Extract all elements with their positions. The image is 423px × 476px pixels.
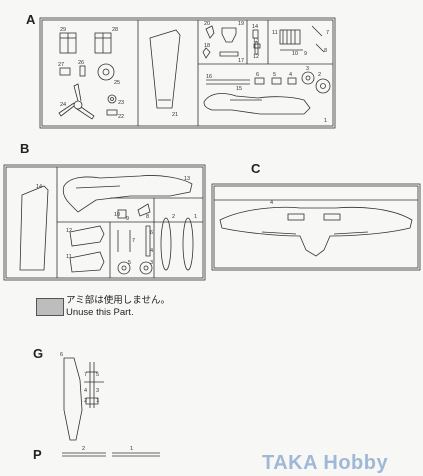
part-number: 1	[96, 398, 99, 404]
part-number: 3	[96, 388, 99, 394]
part-number: 10	[292, 51, 298, 57]
part-number: 6	[256, 72, 259, 78]
part-number: 3	[150, 260, 153, 266]
part-number: 5	[273, 72, 276, 78]
part-number: 16	[206, 74, 212, 80]
part-number: 6	[150, 230, 153, 236]
part-number: 1	[130, 446, 133, 452]
sprue-b	[3, 164, 206, 281]
part-number: 3	[306, 66, 309, 72]
part-number: 14	[252, 24, 258, 30]
legend-japanese: アミ部は使用しません。	[66, 295, 171, 306]
part-number: 11	[66, 254, 72, 260]
part-number: 28	[112, 27, 118, 33]
part-number: 23	[118, 100, 124, 106]
part-number: 4	[84, 388, 87, 394]
part-number: 1	[324, 118, 327, 124]
part-number: 7	[84, 372, 87, 378]
part-number: 24	[60, 102, 66, 108]
part-number: 8	[146, 214, 149, 220]
part-number: 13	[253, 38, 259, 44]
sprue-g	[63, 357, 104, 441]
part-number: 26	[78, 60, 84, 66]
part-number: 22	[118, 114, 124, 120]
legend-text: アミ部は使用しません。 Unuse this Part.	[66, 295, 170, 319]
unused-part-swatch	[36, 298, 64, 316]
part-number: 9	[304, 51, 307, 57]
sprue-a	[39, 17, 336, 129]
legend-english: Unuse this Part.	[66, 307, 134, 318]
sprue-c	[211, 183, 421, 271]
watermark: TAKA Hobby	[262, 452, 389, 474]
sprue-label-g: G	[33, 346, 44, 361]
part-number: 2	[318, 72, 321, 78]
sprue-label-b: B	[20, 141, 30, 156]
part-number: 29	[60, 27, 66, 33]
part-number: 13	[184, 176, 190, 182]
part-number: 10	[114, 212, 120, 218]
part-number: 20	[204, 21, 210, 27]
part-number: 2	[84, 398, 87, 404]
part-number: 19	[238, 21, 244, 27]
part-number: 5	[96, 372, 99, 378]
part-number: 25	[114, 80, 120, 86]
part-number: 14	[36, 184, 42, 190]
part-number: 2	[82, 446, 85, 452]
part-number: 1	[194, 214, 197, 220]
part-number: 8	[324, 48, 327, 54]
sprue-p	[62, 452, 160, 457]
part-number: 7	[132, 238, 135, 244]
part-number: 5	[128, 260, 131, 266]
part-number: 4	[270, 200, 273, 206]
part-number: 12	[66, 228, 72, 234]
sprue-label-p: P	[33, 447, 42, 462]
part-number: 6	[60, 352, 63, 358]
part-number: 21	[172, 112, 178, 118]
part-number: 17	[238, 58, 244, 64]
part-number: 7	[326, 30, 329, 36]
part-number: 15	[236, 86, 242, 92]
part-number: 4	[289, 72, 292, 78]
part-number: 4	[150, 248, 153, 254]
part-number: 12	[253, 54, 259, 60]
part-number: 18	[204, 43, 210, 49]
part-number: 27	[58, 62, 64, 68]
sprue-label-a: A	[26, 12, 36, 27]
sprue-label-c: C	[251, 161, 261, 176]
part-number: 11	[272, 30, 278, 36]
part-number: 2	[172, 214, 175, 220]
part-number: 9	[126, 216, 129, 222]
